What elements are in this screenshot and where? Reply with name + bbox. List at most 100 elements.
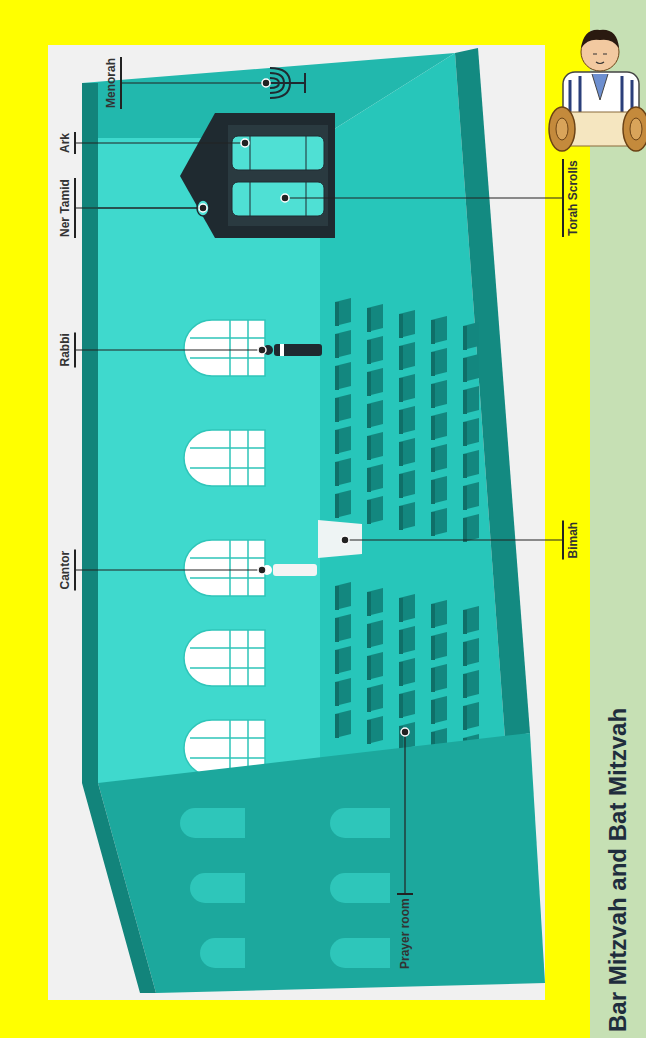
part-label: Ark <box>58 133 72 153</box>
pew-back <box>335 302 339 326</box>
part-label: Ner Tamid <box>58 179 72 237</box>
leader-dot <box>199 204 207 212</box>
pew-back <box>399 694 403 718</box>
pew <box>431 508 447 536</box>
pew <box>367 620 383 648</box>
part-label: Cantor <box>58 551 72 590</box>
pew-back <box>399 662 403 686</box>
pew-back <box>431 512 435 536</box>
pew-back <box>463 486 467 510</box>
title-band <box>590 0 646 1038</box>
pew-back <box>463 358 467 382</box>
leader-dot <box>258 346 266 354</box>
pew-back <box>463 390 467 414</box>
pew <box>367 684 383 712</box>
pew <box>367 304 383 332</box>
pew-back <box>463 326 467 350</box>
pew-back <box>367 688 371 712</box>
leader-dot <box>281 194 289 202</box>
pew-back <box>399 598 403 622</box>
pew-back <box>335 366 339 390</box>
pew-back <box>367 468 371 492</box>
pew-back <box>335 618 339 642</box>
pew <box>399 470 415 498</box>
pew <box>367 652 383 680</box>
pew <box>399 690 415 718</box>
pew-back <box>335 650 339 674</box>
pew-back <box>431 320 435 344</box>
pew-back <box>431 668 435 692</box>
pew-back <box>431 700 435 724</box>
pew <box>399 658 415 686</box>
pew <box>431 632 447 660</box>
pew-back <box>367 372 371 396</box>
floor-edge <box>455 48 530 738</box>
pew <box>335 710 351 738</box>
pew <box>335 490 351 518</box>
leader-line <box>345 539 563 540</box>
pew-back <box>399 442 403 466</box>
leader-line <box>404 732 405 894</box>
pew-back <box>431 636 435 660</box>
part-label: Menorah <box>104 58 118 108</box>
leader-line <box>75 207 203 208</box>
menorah <box>270 68 305 98</box>
part-label: Torah Scrolls <box>566 160 580 236</box>
pew <box>431 600 447 628</box>
pew-back <box>367 340 371 364</box>
pew-back <box>367 404 371 428</box>
picture-panel <box>48 45 545 1000</box>
roof-edge <box>82 83 156 993</box>
leader-dot <box>341 536 349 544</box>
leader-line <box>75 349 262 350</box>
facade-windows <box>180 808 390 968</box>
pew-back <box>399 314 403 338</box>
bimah-lectern <box>318 520 362 558</box>
pew <box>463 606 479 634</box>
pew-back <box>431 384 435 408</box>
pew <box>367 464 383 492</box>
ark <box>180 113 335 238</box>
part-label: Rabbi <box>58 333 72 366</box>
pew-back <box>463 674 467 698</box>
pew <box>463 418 479 446</box>
slide-ground <box>0 0 590 1038</box>
pew-back <box>367 436 371 460</box>
pew <box>399 502 415 530</box>
leader-dot <box>241 139 249 147</box>
pew <box>335 458 351 486</box>
pew-back <box>431 416 435 440</box>
pew <box>335 582 351 610</box>
pew <box>463 482 479 510</box>
pew-back <box>367 592 371 616</box>
pew-back <box>463 642 467 666</box>
cantor-figure <box>262 564 317 576</box>
pew <box>335 362 351 390</box>
pew <box>335 298 351 326</box>
pew-back <box>399 346 403 370</box>
pew-back <box>335 682 339 706</box>
pew <box>431 380 447 408</box>
part-label: Bimah <box>566 522 580 559</box>
leader-line <box>121 82 266 83</box>
pew-back <box>367 656 371 680</box>
pew <box>431 412 447 440</box>
pew-back <box>335 334 339 358</box>
part-label: Prayer room <box>398 898 412 969</box>
rabbi-figure <box>263 344 322 356</box>
pew-back <box>431 480 435 504</box>
pew <box>335 646 351 674</box>
pew <box>431 316 447 344</box>
pew-back <box>399 630 403 654</box>
leader-line <box>75 142 245 143</box>
pew <box>399 342 415 370</box>
pew <box>463 450 479 478</box>
pew-back <box>367 624 371 648</box>
pew <box>463 702 479 730</box>
pew-back <box>335 398 339 422</box>
pew <box>399 594 415 622</box>
pew <box>463 386 479 414</box>
pew-back <box>399 378 403 402</box>
